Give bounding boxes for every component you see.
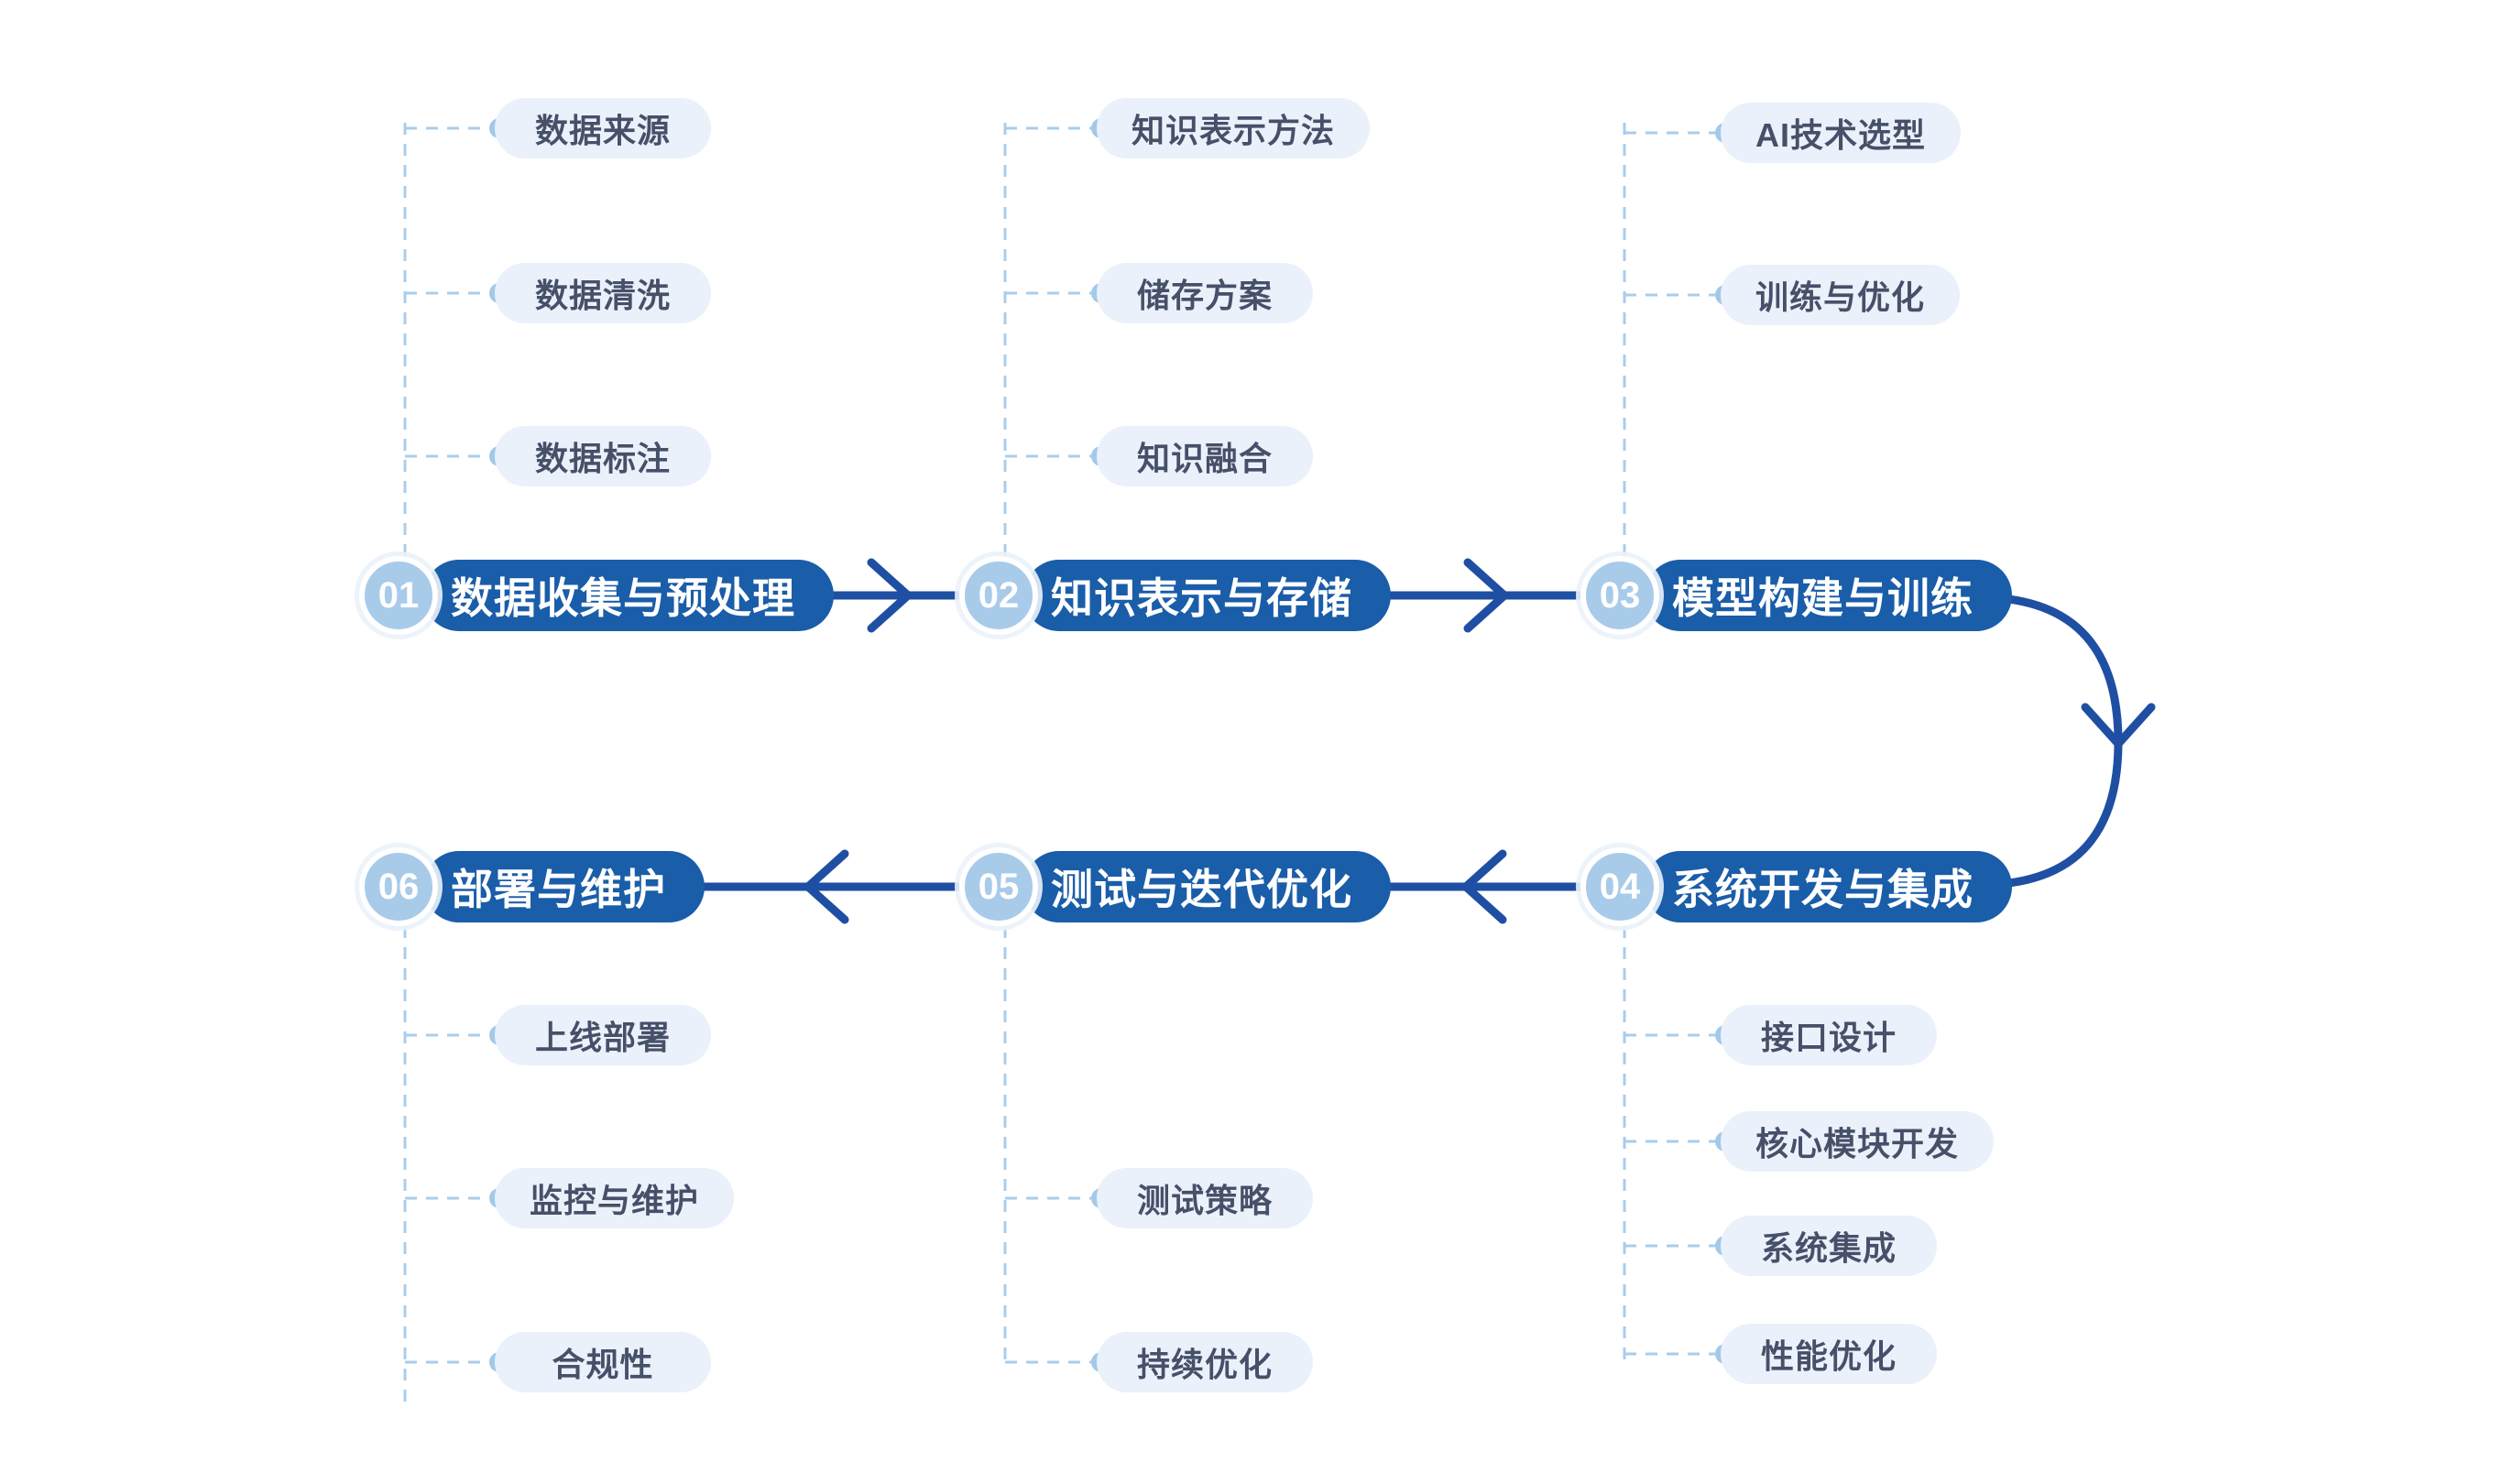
step-01-sub-item: 数据清洗 (495, 263, 711, 323)
step-01-sub-item: 数据来源 (495, 98, 711, 158)
step-03-sub-item: AI技术选型 (1721, 103, 1962, 163)
step-04-sub-item: 核心模块开发 (1721, 1111, 1995, 1172)
step-04-label-pill: 系统开发与集成 (1645, 851, 2012, 922)
step-02-label-pill: 知识表示与存储 (1023, 560, 1391, 631)
step-02-sub-item: 知识表示方法 (1097, 98, 1371, 158)
step-02-number-badge: 02 (959, 556, 1038, 635)
step-03-number-badge: 03 (1580, 556, 1659, 635)
step-06-number-badge: 06 (359, 847, 438, 926)
step-node-02: 02 知识表示与存储 (959, 556, 1391, 635)
step-05-label-pill: 测试与迭代优化 (1023, 851, 1391, 922)
arrowhead-03-to-04 (2081, 703, 2156, 748)
dashed-tree-step-04 (1623, 926, 1715, 1365)
step-02-sub-item: 知识融合 (1097, 426, 1313, 486)
step-03-label-pill: 模型构建与训练 (1645, 560, 2012, 631)
arrowhead-05-to-06 (804, 849, 849, 924)
step-05-sub-item: 测试策略 (1097, 1168, 1313, 1228)
dashed-tree-step-05 (1003, 926, 1091, 1365)
step-06-sub-item: 上线部署 (495, 1005, 711, 1065)
step-01-number-badge: 01 (359, 556, 438, 635)
step-04-number-badge: 04 (1580, 847, 1659, 926)
step-node-06: 06 部署与维护 (359, 847, 705, 926)
step-node-01: 01 数据收集与预处理 (359, 556, 834, 635)
step-02-sub-item: 储存方案 (1097, 263, 1313, 323)
step-01-label-pill: 数据收集与预处理 (423, 560, 834, 631)
step-node-05: 05 测试与迭代优化 (959, 847, 1391, 926)
dashed-tree-step-01 (403, 115, 489, 556)
dashed-tree-step-02 (1003, 115, 1091, 556)
step-node-04: 04 系统开发与集成 (1580, 847, 2012, 926)
arrow-03-to-04-curve (1979, 593, 2123, 889)
step-04-sub-item: 接口设计 (1721, 1005, 1937, 1065)
step-04-sub-item: 系统集成 (1721, 1216, 1937, 1276)
step-04-sub-item: 性能优化 (1721, 1324, 1937, 1384)
step-06-sub-item: 监控与维护 (495, 1168, 735, 1228)
step-06-sub-item: 合规性 (495, 1332, 711, 1392)
arrowhead-01-to-02 (867, 558, 913, 633)
step-03-sub-item: 训练与优化 (1721, 265, 1961, 325)
step-05-sub-item: 持续优化 (1097, 1332, 1313, 1392)
step-01-sub-item: 数据标注 (495, 426, 711, 486)
step-node-03: 03 模型构建与训练 (1580, 556, 2012, 635)
arrowhead-02-to-03 (1463, 558, 1509, 633)
dashed-tree-step-03 (1623, 120, 1715, 556)
step-05-number-badge: 05 (959, 847, 1038, 926)
dashed-tree-step-06 (403, 926, 489, 1402)
arrowhead-04-to-05 (1461, 849, 1507, 924)
step-06-label-pill: 部署与维护 (423, 851, 705, 922)
